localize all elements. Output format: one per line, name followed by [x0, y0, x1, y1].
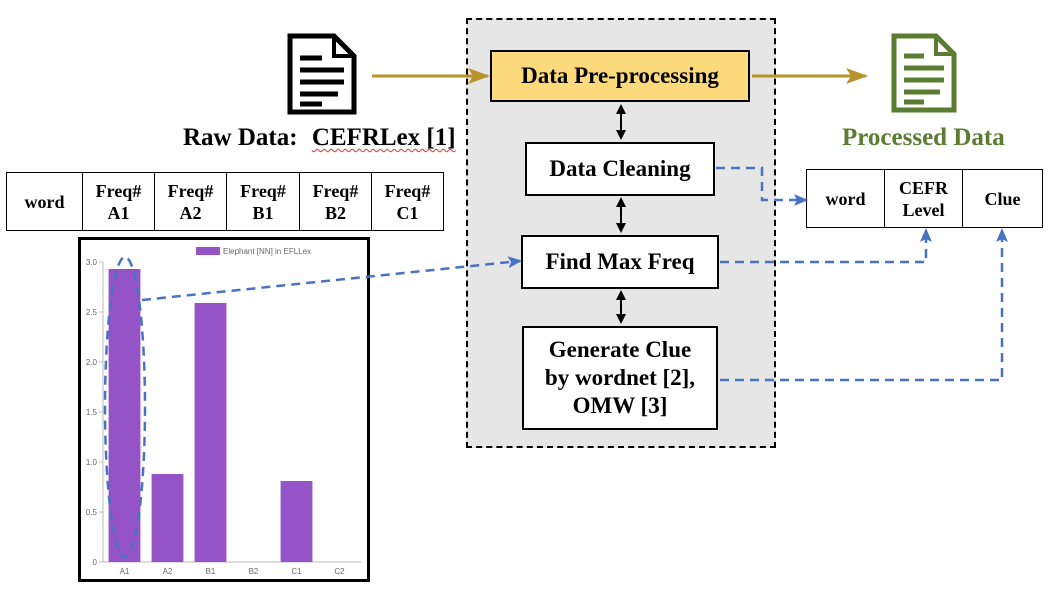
bar-a1 [108, 269, 141, 562]
table-row: word Freq# A1 Freq# A2 Freq# B1 Freq# B2… [6, 172, 444, 231]
legend-label: Elephant [NN] in EFLLex [223, 247, 311, 256]
raw-document-icon [287, 33, 357, 115]
processed-data-table: word CEFR Level Clue [806, 169, 1043, 228]
frequency-chart-svg: 0 0.5 1.0 1.5 2.0 2.5 3.0A1 A2 B1 B2 C1 C2 Elephant … [86, 247, 361, 576]
y-tick-label: 1.5 [86, 408, 98, 417]
column-header: Freq# C1 [371, 172, 444, 231]
raw-data-table: word Freq# A1 Freq# A2 Freq# B1 Freq# B2… [6, 172, 444, 231]
x-tick-label: B2 [249, 567, 259, 576]
step-generate-clue: Generate Clue by wordnet [2], OMW [3] [522, 326, 718, 430]
column-header: Freq# A2 [154, 172, 227, 231]
raw-data-caption: Raw Data: CEFRLex [1] [183, 124, 456, 152]
column-header: Freq# B1 [226, 172, 300, 231]
column-header: Freq# A1 [82, 172, 155, 231]
x-tick-label: C1 [291, 567, 302, 576]
bar-a2 [151, 474, 184, 562]
raw-data-source: CEFRLex [1] [311, 124, 456, 151]
y-tick-label: 3.0 [86, 258, 98, 267]
y-tick-label: 2.5 [86, 308, 98, 317]
column-header: Clue [962, 169, 1043, 228]
x-tick-label: A2 [163, 567, 173, 576]
column-header: CEFR Level [884, 169, 963, 228]
legend-swatch [196, 247, 220, 255]
step-data-cleaning: Data Cleaning [525, 142, 715, 196]
column-header: word [6, 172, 83, 231]
column-header: Freq# B2 [299, 172, 372, 231]
bar-c1 [280, 481, 313, 562]
x-tick-label: B1 [206, 567, 216, 576]
processed-data-caption: Processed Data [842, 124, 1005, 151]
y-tick-label: 1.0 [86, 458, 98, 467]
step-data-preprocessing: Data Pre-processing [490, 50, 750, 102]
table-row: word CEFR Level Clue [806, 169, 1043, 228]
step-label: Generate Clue by wordnet [2], OMW [3] [544, 337, 696, 418]
x-tick-label: A1 [120, 567, 130, 576]
step-label: Find Max Freq [545, 249, 695, 274]
x-tick-label: C2 [334, 567, 345, 576]
y-tick-label: 0.5 [86, 508, 98, 517]
column-header: word [806, 169, 885, 228]
step-label: Data Pre-processing [521, 63, 719, 88]
step-find-max-freq: Find Max Freq [521, 235, 719, 289]
bar-b1 [194, 303, 227, 562]
processed-document-icon [891, 33, 957, 113]
raw-data-label: Raw Data: [183, 124, 298, 151]
y-tick-label: 0 [93, 558, 98, 567]
step-label: Data Cleaning [549, 156, 691, 181]
y-tick-label: 2.0 [86, 358, 98, 367]
